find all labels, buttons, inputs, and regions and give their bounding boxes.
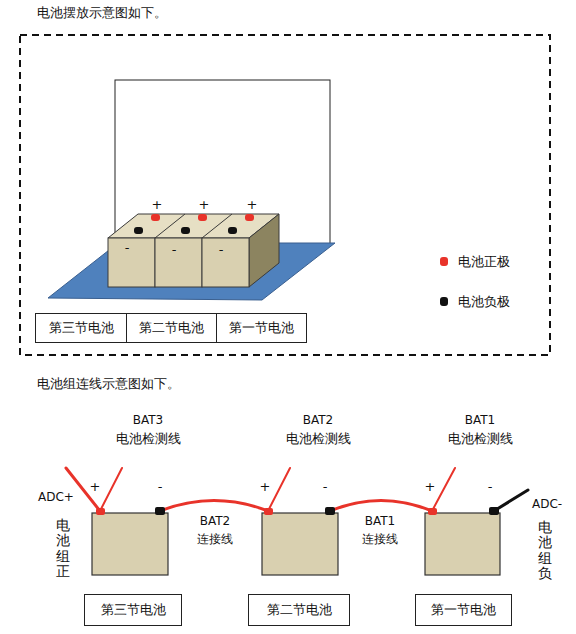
label-box: 第二节电池 xyxy=(248,594,350,626)
terminals-front xyxy=(96,507,499,515)
polarity-mark: + xyxy=(260,479,271,495)
signal-name: ADC- xyxy=(532,496,562,512)
legend-text: 电池正极 xyxy=(458,254,510,270)
label-box: 第一节电池 xyxy=(217,313,307,343)
label-box: 第三节电池 xyxy=(84,594,182,626)
dashed-frame xyxy=(20,35,550,355)
polarity-mark: + xyxy=(199,197,210,213)
wires xyxy=(66,468,528,511)
batteries-front xyxy=(92,513,500,575)
heading: 电池组连线示意图如下。 xyxy=(37,376,180,392)
box-label: 第一节电池 xyxy=(431,601,496,619)
vertical-label: 电池组负 xyxy=(538,520,552,582)
box-label: 第二节电池 xyxy=(267,601,332,619)
wire-name: BAT3 xyxy=(133,412,163,428)
heading: 电池摆放示意图如下。 xyxy=(37,5,167,21)
wire-label: 电池检测线 xyxy=(116,431,181,447)
box-label: 第一节电池 xyxy=(229,319,294,337)
wire-label: 电池检测线 xyxy=(448,431,513,447)
wire-label: 连接线 xyxy=(197,531,233,547)
terminals-top xyxy=(134,214,254,234)
legend-text: 电池负极 xyxy=(458,294,510,310)
wire-label: 连接线 xyxy=(362,531,398,547)
polarity-mark: - xyxy=(158,479,163,495)
legend-swatch xyxy=(440,297,448,306)
wire-label: 电池检测线 xyxy=(286,431,351,447)
wire-name: BAT1 xyxy=(365,513,395,529)
box-label: 第二节电池 xyxy=(139,319,204,337)
label-box: 第二节电池 xyxy=(127,313,217,343)
polarity-mark: - xyxy=(125,240,130,256)
wire-name: BAT1 xyxy=(465,412,495,428)
signal-name: ADC+ xyxy=(38,489,74,505)
polarity-mark: - xyxy=(219,242,224,258)
legend-swatch xyxy=(440,257,448,266)
wire-name: BAT2 xyxy=(303,412,333,428)
polarity-mark: + xyxy=(90,479,101,495)
polarity-mark: - xyxy=(172,242,177,258)
polarity-mark: - xyxy=(323,479,328,495)
box-label: 第三节电池 xyxy=(49,319,114,337)
polarity-mark: + xyxy=(152,197,163,213)
box-label: 第三节电池 xyxy=(101,601,166,619)
polarity-mark: + xyxy=(247,197,258,213)
vertical-label: 电池组正 xyxy=(56,518,70,580)
wire-name: BAT2 xyxy=(200,513,230,529)
polarity-mark: - xyxy=(488,479,493,495)
battery-3d xyxy=(108,214,279,287)
label-box: 第一节电池 xyxy=(415,594,512,626)
label-box: 第三节电池 xyxy=(35,313,127,343)
polarity-mark: + xyxy=(425,479,436,495)
